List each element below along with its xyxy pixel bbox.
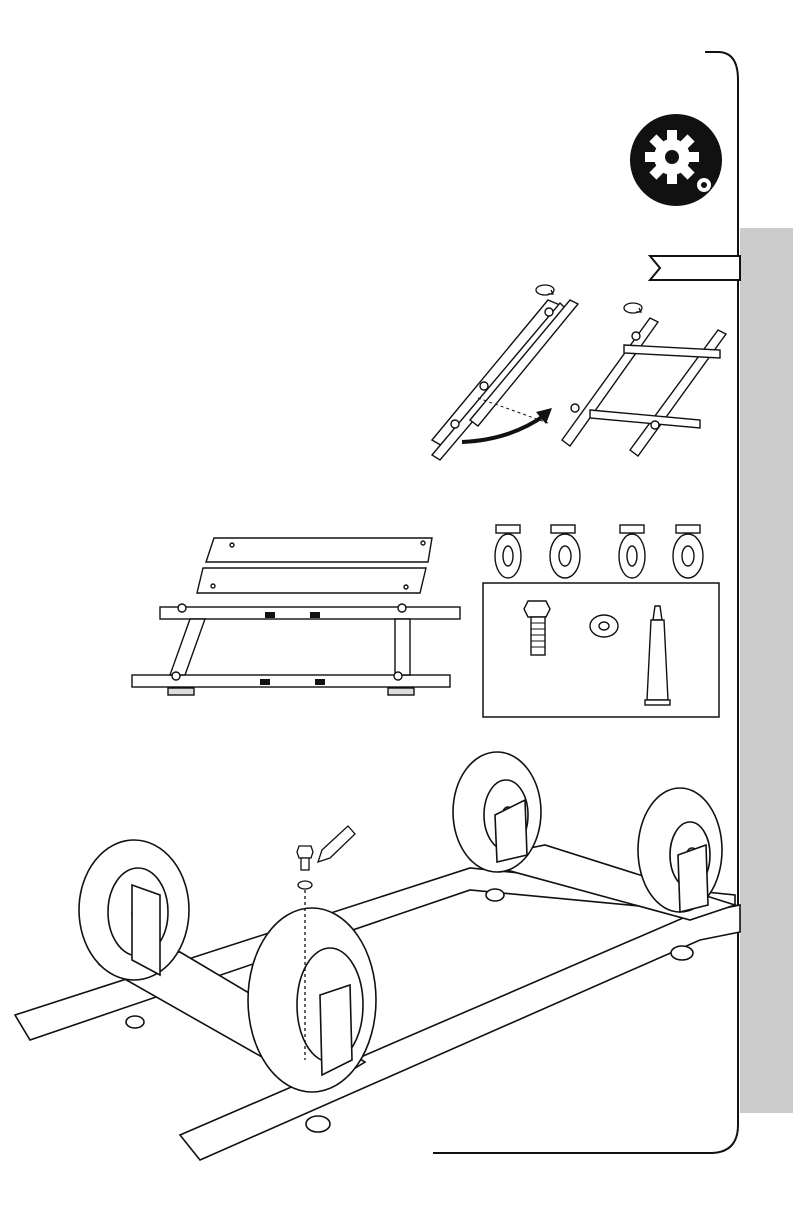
caster-wheel <box>453 752 541 872</box>
caster-wheel <box>248 908 376 1092</box>
caster-wheel <box>79 840 189 980</box>
bolt-icon <box>297 846 313 870</box>
threadlocker-tube-icon <box>318 826 355 862</box>
caster-wheel <box>638 788 722 912</box>
washer-icon <box>298 881 312 889</box>
